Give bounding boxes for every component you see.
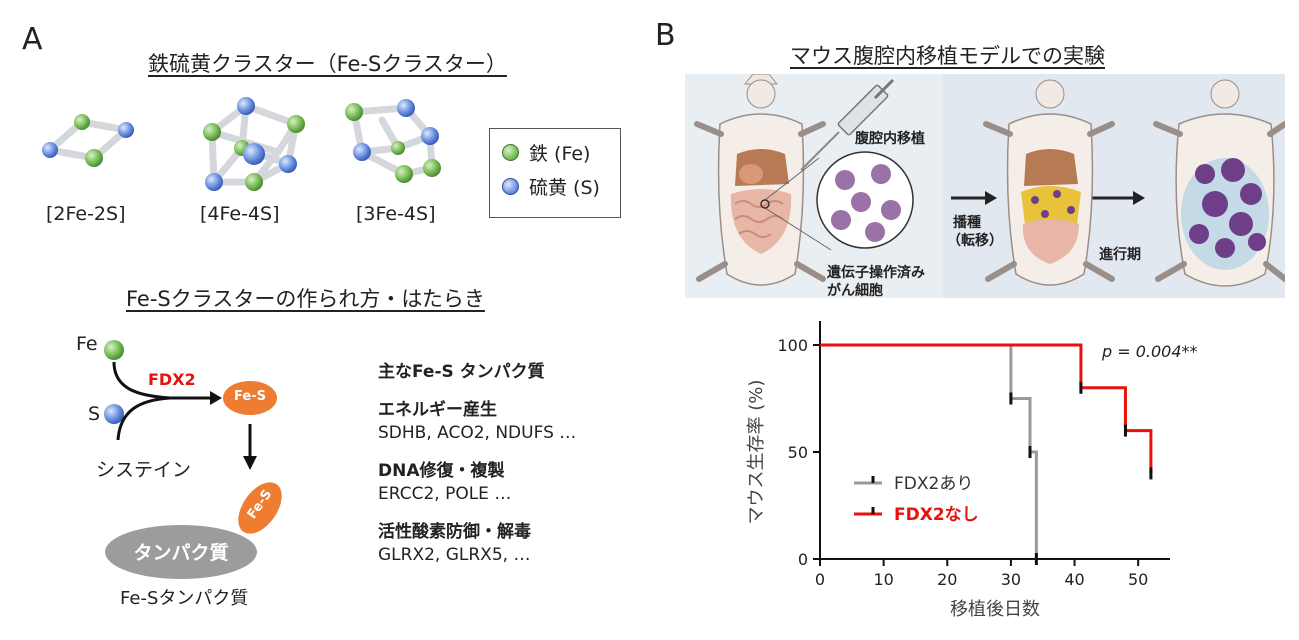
fe-atom <box>85 149 103 167</box>
p-value: p = 0.004** <box>1101 342 1198 361</box>
panel-a-letter: A <box>22 22 43 57</box>
group-title: エネルギー産生 <box>378 400 497 420</box>
s-atom <box>397 99 415 117</box>
legend-fe-label: 鉄 (Fe) <box>529 142 591 165</box>
fe-atom <box>391 141 405 155</box>
group-title: 活性酸素防御・解毒 <box>378 522 531 542</box>
group-items: SDHB, ACO2, NDUFS … <box>378 423 577 443</box>
x-tick-label: 10 <box>873 570 893 589</box>
legend-fe: 鉄 (Fe) <box>490 135 620 169</box>
x-axis-label: 移植後日数 <box>950 599 1040 620</box>
fe-atom <box>423 159 441 177</box>
label-3fe4s: [3Fe-4S] <box>356 203 436 225</box>
fe-atom <box>203 123 221 141</box>
series-line-2 <box>820 343 1153 474</box>
cluster-structures <box>42 97 441 191</box>
s-atom <box>237 97 255 115</box>
legend-s: 硫黄 (S) <box>490 169 620 203</box>
experiment-title: マウス腹腔内移植モデルでの実験 <box>790 44 1105 68</box>
y-tick-label: 50 <box>788 443 808 462</box>
legend-label: FDX2なし <box>894 505 979 525</box>
y-tick-label: 100 <box>777 336 808 355</box>
group-items: ERCC2, POLE … <box>378 484 512 504</box>
s-atom <box>118 122 134 138</box>
fe-dot-icon <box>502 143 519 161</box>
fe-atom-icon <box>104 340 124 360</box>
atom-legend: 鉄 (Fe) 硫黄 (S) <box>489 128 621 218</box>
s-dot-icon <box>502 177 519 195</box>
cell-magnifier <box>760 151 914 251</box>
series-line-1 <box>820 343 1038 559</box>
protein-list-heading: 主なFe-S タンパク質 <box>378 362 545 382</box>
panel-b-letter: B <box>655 18 676 53</box>
syringe-icon <box>800 78 895 171</box>
section2-title: Fe-Sクラスターの作られ方・はたらき <box>126 287 485 311</box>
mouse-1 <box>694 74 826 286</box>
x-tick-label: 20 <box>937 570 957 589</box>
mouse-2 <box>983 79 1115 286</box>
cysteine-label: システイン <box>96 459 192 481</box>
mouse-illustration: 腹腔内移植 遺伝子操作済み がん細胞 播種 （転移） 進行期 <box>685 74 1285 299</box>
s-atom-icon <box>104 404 124 424</box>
fe-atom <box>345 103 363 121</box>
survival-chart: 0 50 100 0 10 20 30 40 50 移植後日数 マウス生存率 (%) p = 0.00… <box>746 321 1198 620</box>
s-atom <box>205 173 223 191</box>
s-atom <box>42 142 58 158</box>
seeding-label-2: （転移） <box>947 233 1003 249</box>
fe-label: Fe <box>76 333 98 355</box>
legend-label: FDX2あり <box>894 474 973 494</box>
fe-atom <box>245 173 263 191</box>
cluster-title: 鉄硫黄クラスター（Fe-Sクラスター） <box>148 52 507 76</box>
fe-atom <box>287 115 305 133</box>
arrow-icon <box>1133 191 1145 205</box>
legend-s-label: 硫黄 (S) <box>529 176 600 199</box>
protein-label: タンパク質 <box>133 542 229 564</box>
fes-product-label: Fe-S <box>234 389 266 404</box>
pathway-diagram <box>104 340 282 579</box>
group-items: GLRX2, GLRX5, … <box>378 545 531 565</box>
x-tick-label: 50 <box>1128 570 1148 589</box>
injection-label: 腹腔内移植 <box>855 131 925 147</box>
arrow-down-icon <box>243 456 257 470</box>
advanced-label: 進行期 <box>1099 247 1141 263</box>
cells-label-1: 遺伝子操作済み <box>827 265 925 281</box>
fdx2-label: FDX2 <box>148 370 196 389</box>
mouse-3 <box>1153 79 1285 287</box>
label-4fe4s: [4Fe-4S] <box>200 203 280 225</box>
protein-ellipse <box>105 525 257 579</box>
fes-bound <box>238 482 282 534</box>
protein-list: 主なFe-S タンパク質 エネルギー産生 SDHB, ACO2, NDUFS …… <box>378 357 658 565</box>
cluster-3fe4s <box>350 104 436 178</box>
y-tick-label: 0 <box>798 550 808 569</box>
s-atom <box>353 143 371 161</box>
seeding-label-1: 播種 <box>953 215 981 231</box>
label-2fe2s: [2Fe-2S] <box>46 203 126 225</box>
fe-atom <box>74 114 90 130</box>
cells-label-2: がん細胞 <box>827 283 883 299</box>
y-axis-label: マウス生存率 (%) <box>746 380 767 525</box>
s-label: S <box>88 403 101 425</box>
s-atom <box>243 143 265 165</box>
fes-protein-caption: Fe-Sタンパク質 <box>120 588 249 609</box>
x-tick-label: 30 <box>1001 570 1021 589</box>
group-title: DNA修復・複製 <box>378 461 505 481</box>
s-atom <box>279 155 297 173</box>
x-tick-label: 40 <box>1064 570 1084 589</box>
arrow-icon <box>985 191 997 205</box>
arrow-icon <box>210 391 222 405</box>
s-atom <box>421 127 439 145</box>
fe-atom <box>395 165 413 183</box>
fes-product <box>223 381 277 415</box>
x-tick-label: 0 <box>815 570 825 589</box>
